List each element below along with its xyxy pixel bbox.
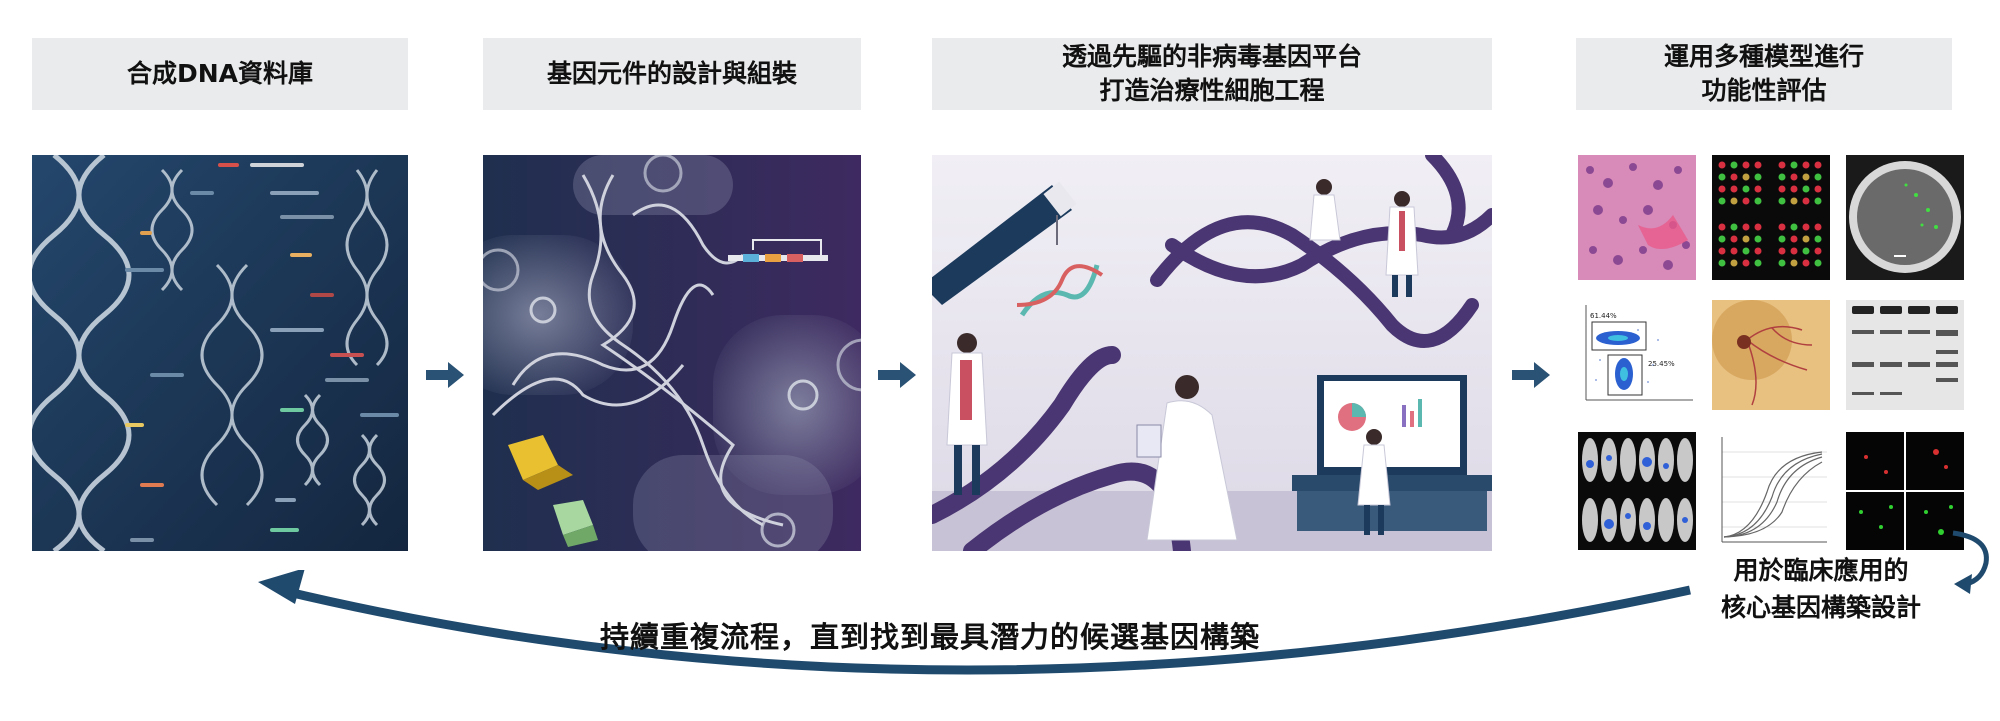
stage-header-gene-element-design: 基因元件的設計與組裝 — [483, 38, 861, 110]
stage-header-line: 打造治療性細胞工程 — [1099, 76, 1325, 105]
gate-2-label: 25.45% — [1648, 360, 1675, 368]
microarray-image — [1712, 155, 1830, 280]
stage-header-functional-assessment: 運用多種模型進行 功能性評估 — [1576, 38, 1952, 110]
flow-cytometry-plot: 61.44% 25.45% — [1578, 300, 1696, 410]
organoid-image — [1846, 155, 1964, 280]
flow-arrow-1 — [426, 360, 466, 390]
scientist-top — [1309, 179, 1341, 241]
stage-header-line: 運用多種模型進行 — [1663, 42, 1864, 71]
flow-arrow-2 — [878, 360, 918, 390]
fluorescence-image — [1846, 432, 1964, 550]
scientist-monitor — [1357, 429, 1391, 535]
core-construct-line: 核心基因構築設計 — [1720, 593, 1921, 622]
iteration-loop-label: 持續重複流程，直到找到最具潛力的候選基因構築 — [600, 620, 1261, 654]
dna-library-illustration — [32, 155, 408, 551]
stage-header-line: 透過先驅的非病毒基因平台 — [1061, 42, 1362, 71]
mouse-imaging-image — [1578, 432, 1696, 550]
histology-image — [1578, 155, 1696, 280]
scientist-center — [1136, 375, 1238, 541]
scientist-left — [946, 333, 988, 495]
core-construct-label: 用於臨床應用的 核心基因構築設計 — [1686, 552, 1956, 626]
chick-embryo-image — [1712, 300, 1830, 410]
stage-header-line: 基因元件的設計與組裝 — [546, 59, 797, 88]
gene-element-illustration — [483, 155, 861, 551]
growth-curve-plot — [1712, 432, 1830, 550]
iteration-loop-arrow — [250, 570, 1710, 710]
core-construct-line: 用於臨床應用的 — [1733, 556, 1909, 585]
scientist-top-right — [1385, 191, 1419, 297]
stage-header-line: 合成DNA資料庫 — [126, 59, 314, 88]
output-curve-arrow — [1948, 528, 1993, 598]
gate-1-label: 61.44% — [1590, 312, 1617, 320]
stage-header-cell-engineering: 透過先驅的非病毒基因平台 打造治療性細胞工程 — [932, 38, 1492, 110]
stage-header-synthetic-dna-library: 合成DNA資料庫 — [32, 38, 408, 110]
cell-engineering-illustration — [932, 155, 1492, 551]
flow-arrow-3 — [1512, 360, 1552, 390]
stage-header-line: 功能性評估 — [1701, 76, 1827, 105]
western-blot-image — [1846, 300, 1964, 410]
